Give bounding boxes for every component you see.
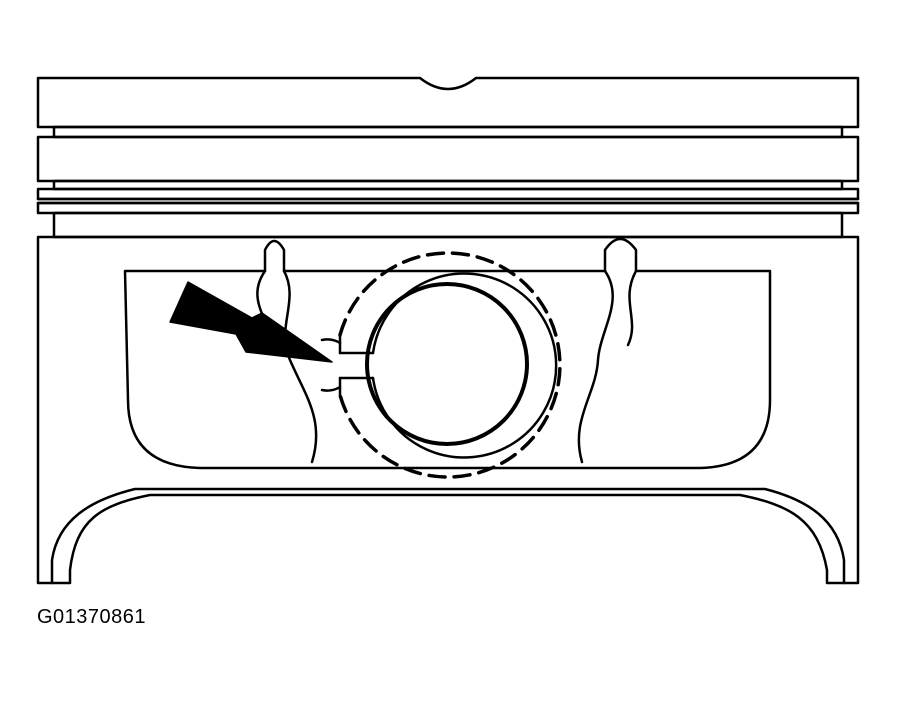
snap-ring-dashed	[338, 251, 562, 479]
piston-pin-bore	[365, 282, 529, 446]
ring-land-2	[36, 135, 860, 183]
skirt-inner-rim	[50, 487, 846, 585]
oil-ring-lower-rail	[36, 201, 860, 215]
pin-boss-recess	[123, 237, 772, 470]
snap-ring-groove	[371, 272, 558, 459]
right-boss-strut-inner	[577, 269, 614, 464]
piston-crown	[36, 76, 860, 129]
gap-hook-top	[320, 338, 342, 345]
ring-groove-1	[52, 125, 844, 139]
oil-ring-upper-rail	[36, 187, 860, 201]
left-boss-strut	[282, 269, 318, 464]
gap-hook-bottom	[320, 385, 342, 392]
figure-id-label: G01370861	[37, 606, 147, 628]
piston-skirt	[36, 235, 860, 585]
arrow-icon	[169, 281, 333, 363]
ring-groove-3	[52, 211, 844, 239]
right-boss-strut	[626, 269, 638, 347]
